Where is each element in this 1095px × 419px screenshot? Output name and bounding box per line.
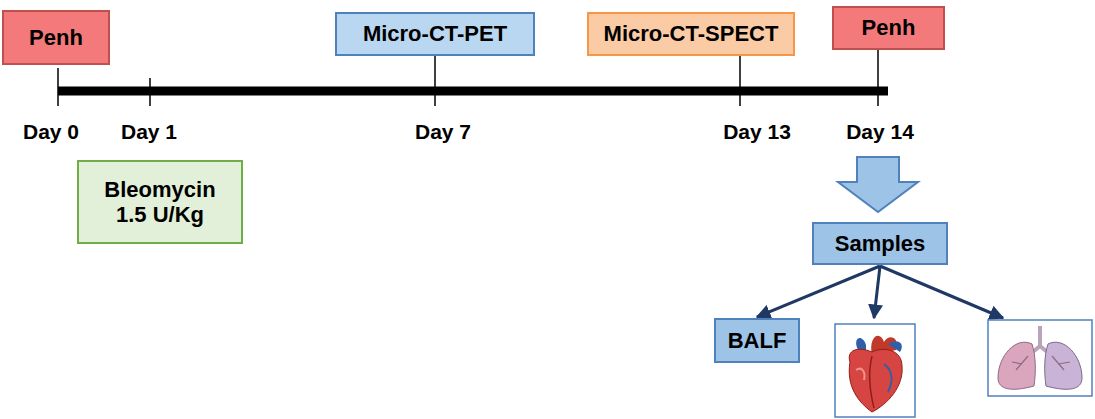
lungs-illustration	[988, 320, 1092, 396]
day-label: Day 14	[846, 120, 914, 144]
imaging-box: Micro-CT-SPECT	[587, 12, 795, 56]
day-label: Day 1	[121, 120, 177, 144]
day-label: Day 13	[723, 120, 791, 144]
tick-lines	[58, 50, 878, 106]
treatment-box: Bleomycin1.5 U/Kg	[77, 160, 243, 244]
node-text: 1.5 U/Kg	[116, 202, 204, 227]
day-label: Day 0	[23, 120, 79, 144]
arrow-connector	[757, 266, 880, 317]
node-text: Penh	[862, 15, 916, 40]
node-text: Samples	[835, 231, 926, 256]
samples-box: Samples	[812, 222, 948, 265]
sample-box: BALF	[714, 318, 800, 363]
node-text: Micro-CT-PET	[363, 21, 507, 46]
node-text: BALF	[728, 328, 787, 353]
node-text: Penh	[29, 25, 83, 50]
arrow-to-lungs	[880, 266, 1003, 318]
node-text: Bleomycin	[104, 177, 215, 202]
block-arrow	[838, 157, 918, 212]
measurement-box: Penh	[832, 6, 945, 50]
arrow-to-heart	[874, 266, 880, 318]
heart-illustration	[835, 324, 915, 417]
node-text: Micro-CT-SPECT	[604, 21, 779, 46]
measurement-box: Penh	[2, 10, 110, 65]
timeline-bar	[58, 87, 888, 96]
day-label: Day 7	[415, 120, 471, 144]
imaging-box: Micro-CT-PET	[335, 12, 535, 56]
